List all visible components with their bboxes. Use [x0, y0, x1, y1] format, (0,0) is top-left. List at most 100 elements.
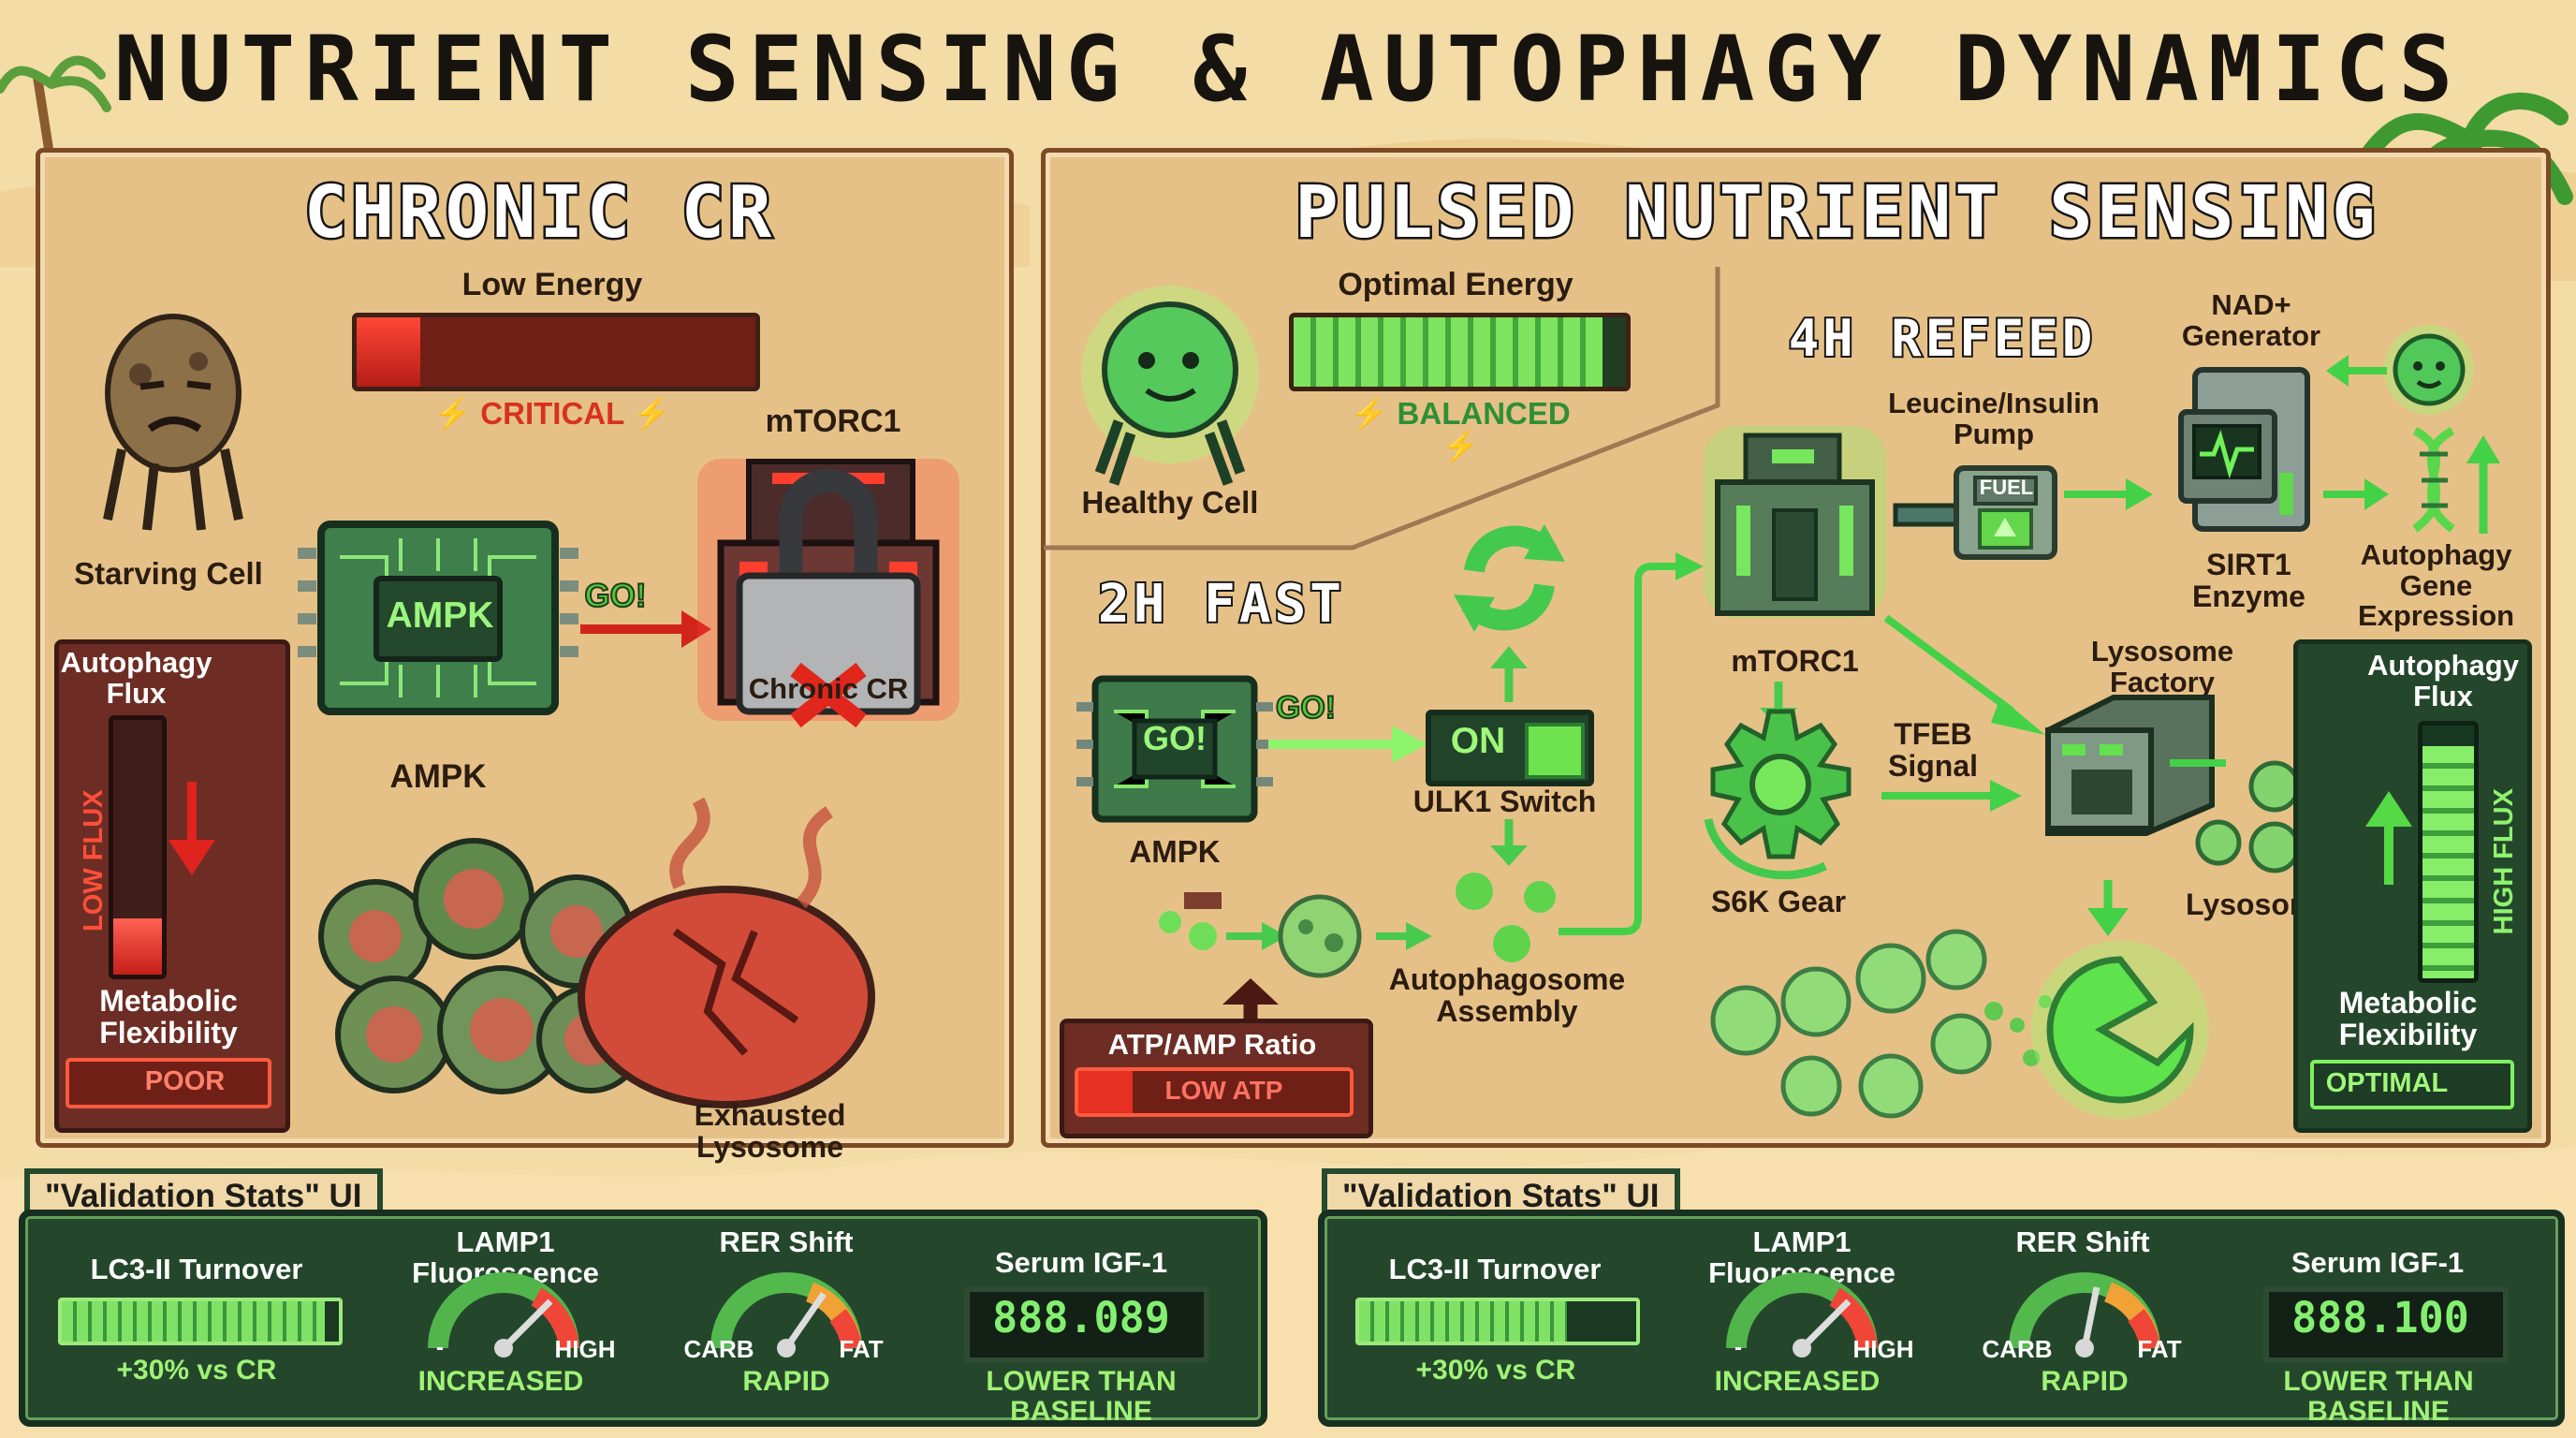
sirt-to-gene-arrow	[2323, 478, 2389, 510]
right-flux-panel	[2293, 639, 2532, 1133]
right-energy-fill	[1294, 317, 1603, 387]
right-rer-carb: CARB	[1982, 1335, 2053, 1363]
left-flux-meter	[109, 715, 167, 979]
s6k-gear-label: S6K Gear	[1710, 885, 1847, 918]
ulk1-switch-text: ON	[1450, 721, 1506, 761]
right-ampk-chip-text: GO!	[1143, 719, 1207, 757]
right-energy-status: ⚡ BALANCED ⚡	[1350, 396, 1571, 463]
ulk1-switch[interactable]: ON	[1426, 710, 1594, 786]
mtorc-to-pump-arrow	[2064, 478, 2153, 510]
healthy-cell-label: Healthy Cell	[1081, 485, 1259, 520]
lysosome-factory-icon	[2045, 695, 2226, 836]
right-energy-meter	[1289, 313, 1631, 391]
pulsed-title: PULSED NUTRIENT SENSING	[1293, 169, 2379, 257]
nad-generator-icon	[2178, 367, 2310, 532]
right-flux-fill	[2422, 745, 2474, 978]
right-rer-fat: FAT	[2137, 1335, 2182, 1363]
left-rer-status: RAPID	[742, 1366, 830, 1397]
ulk1-switch-label: ULK1 Switch	[1412, 785, 1597, 818]
chronic-mtorc1-lock	[697, 459, 959, 728]
right-lc3-label: LC3-II Turnover	[1388, 1253, 1602, 1285]
left-lc3-meter	[58, 1298, 343, 1345]
main-title: NUTRIENT SENSING & AUTOPHAGY DYNAMICS	[113, 17, 2463, 122]
right-go-arrow	[1268, 726, 1427, 763]
left-metabolic-status: POOR	[144, 1066, 226, 1096]
right-igf-display: 888.100	[2291, 1293, 2469, 1343]
left-flux-title: Autophagy Flux	[60, 646, 212, 710]
left-lamp-status: INCREASED	[417, 1366, 584, 1397]
right-igf-label: Serum IGF-1	[2291, 1246, 2465, 1279]
ulk1-switch-knob	[1525, 723, 1585, 779]
left-ampk-label: AMPK	[389, 758, 487, 795]
left-energy-label: Low Energy	[461, 267, 643, 302]
right-rer-status: RAPID	[2041, 1366, 2129, 1397]
recycle-icon	[1454, 524, 1565, 632]
refeed-mtorc1-icon	[1704, 426, 1886, 618]
ulk-up-arrow	[1490, 646, 1528, 702]
autophagosome-assembly-flow	[1159, 873, 1556, 978]
atp-fill	[1078, 1071, 1133, 1113]
left-lc3-fill	[62, 1301, 326, 1342]
right-rer-label: RER Shift	[2015, 1225, 2150, 1258]
right-lamp-status: INCREASED	[1714, 1366, 1881, 1397]
healthy-cell-icon	[1081, 286, 1259, 486]
lysosome-factory-label: Lysosome Factory	[2090, 635, 2234, 698]
atp-status: LOW ATP	[1164, 1076, 1283, 1105]
left-igf-label: Serum IGF-1	[994, 1246, 1168, 1279]
right-metabolic-title: Metabolic Flexibility	[2338, 986, 2478, 1051]
left-metabolic-title: Metabolic Flexibility	[99, 984, 238, 1049]
left-rer-fat: FAT	[839, 1335, 884, 1363]
left-energy-fill	[357, 317, 421, 387]
smile-cell-icon	[2384, 325, 2474, 415]
autophagosome-label: Autophagosome Assembly	[1388, 962, 1626, 1028]
s6k-gear-icon	[1704, 709, 1852, 880]
left-flux-fill	[113, 918, 162, 975]
left-energy-meter	[352, 313, 760, 391]
fuel-label: FUEL	[1979, 476, 2034, 499]
left-lc3-label: LC3-II Turnover	[90, 1253, 303, 1285]
atp-meter	[1075, 1067, 1354, 1117]
right-go-label: GO!	[1275, 690, 1337, 726]
tfeb-arrow	[1881, 780, 2022, 812]
autophagy-digestion-scene	[1710, 929, 2209, 1119]
right-flux-side-label: HIGH FLUX	[2488, 788, 2519, 935]
cell-to-generator-arrow	[2326, 355, 2387, 387]
exhausted-lysosome-cluster	[318, 797, 875, 1108]
exhausted-lysosome-label: Exhausted Lysosome	[694, 1098, 846, 1164]
left-lc3-value: +30% vs CR	[116, 1355, 277, 1386]
right-lc3-value: +30% vs CR	[1415, 1355, 1576, 1386]
fast-to-refeed-arrow	[1559, 552, 1704, 935]
left-flux-panel	[54, 639, 290, 1133]
right-metabolic-status-box	[2310, 1060, 2514, 1109]
tfeb-signal-label: TFEB Signal	[1887, 717, 1978, 783]
right-ampk-label: AMPK	[1129, 834, 1221, 869]
left-igf-display-box	[964, 1286, 1209, 1363]
leucine-pump-icon	[1893, 465, 2057, 560]
ampk-chip-icon	[298, 521, 578, 715]
right-metabolic-status: OPTIMAL	[2325, 1068, 2449, 1098]
mtorc-to-factory-arrow	[1883, 614, 2045, 735]
left-go-label: GO!	[583, 578, 647, 614]
left-ampk-chip-label: AMPK	[386, 595, 494, 636]
left-igf-status: LOWER THAN BASELINE	[986, 1366, 1177, 1427]
dna-icon	[2412, 427, 2500, 534]
left-go-arrow	[580, 610, 711, 648]
left-rer-carb: CARB	[683, 1335, 754, 1363]
atp-title: ATP/AMP Ratio	[1107, 1028, 1317, 1061]
starving-cell-label: Starving Cell	[74, 556, 263, 591]
refeed-mtorc1-label: mTORC1	[1731, 644, 1859, 678]
right-lamp-high: HIGH	[1852, 1335, 1914, 1363]
left-lamp-high: HIGH	[554, 1335, 616, 1363]
right-flux-title: Autophagy Flux	[2367, 649, 2519, 712]
autophagy-gene-label: Autophagy Gene Expression	[2357, 538, 2515, 633]
right-ampk-chip-icon	[1076, 675, 1273, 823]
right-flux-up-arrow	[2365, 791, 2412, 885]
left-metabolic-status-box	[66, 1058, 271, 1108]
refeed-title: 4H REFEED	[1787, 307, 2097, 370]
starving-cell-icon	[103, 314, 243, 531]
nad-generator-label: NAD+ Generator	[2181, 288, 2321, 352]
right-igf-display-box	[2263, 1286, 2509, 1363]
left-igf-display: 888.089	[992, 1293, 1170, 1343]
right-lamp-gauge	[1726, 1272, 1878, 1357]
lysosomes-cluster	[2195, 760, 2301, 873]
